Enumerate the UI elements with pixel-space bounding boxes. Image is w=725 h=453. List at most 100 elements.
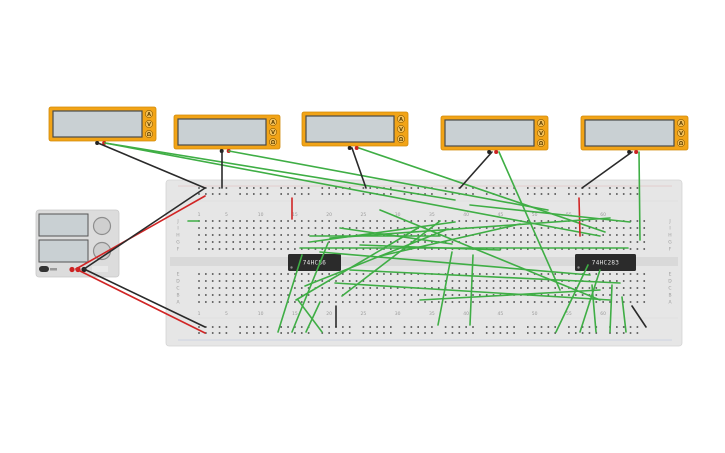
wire-green[interactable] bbox=[469, 254, 474, 326]
multimeter-screen bbox=[305, 115, 395, 143]
psu-switch-label bbox=[50, 268, 57, 271]
wire-green[interactable] bbox=[228, 150, 549, 211]
wire-green[interactable] bbox=[379, 223, 521, 257]
wire-green[interactable] bbox=[469, 204, 631, 223]
multimeter-mode-label: V bbox=[679, 131, 683, 137]
multimeter[interactable]: AVΩ bbox=[301, 111, 409, 150]
wires[interactable] bbox=[75, 142, 647, 334]
column-number-top: 20 bbox=[326, 212, 332, 218]
breadboard-holes[interactable] bbox=[198, 187, 646, 334]
psu-terminal-positive[interactable] bbox=[69, 266, 75, 273]
multimeter-mode-button[interactable] bbox=[269, 128, 277, 136]
row-letter: F bbox=[669, 247, 672, 253]
wire-green[interactable] bbox=[334, 282, 611, 301]
wire-green[interactable] bbox=[295, 227, 419, 301]
wire-green[interactable] bbox=[498, 151, 561, 291]
multimeter[interactable]: AVΩ bbox=[173, 114, 281, 153]
wire-green[interactable] bbox=[104, 142, 456, 201]
breadboard-labels: 1155101015152020252530303535404045455050… bbox=[176, 212, 672, 317]
wire-green[interactable] bbox=[304, 228, 449, 287]
multimeter-mode-button[interactable] bbox=[397, 115, 405, 123]
multimeter-probe-com[interactable] bbox=[95, 141, 100, 145]
chip-label: 74HC86 bbox=[303, 260, 327, 267]
multimeter-mode-label: Ω bbox=[679, 141, 684, 147]
wire-green[interactable] bbox=[579, 269, 601, 333]
row-letter: B bbox=[668, 293, 671, 299]
multimeter-mode-label: Ω bbox=[147, 132, 152, 138]
multimeter-mode-button[interactable] bbox=[537, 119, 545, 127]
row-letter: E bbox=[177, 272, 180, 278]
wire-black[interactable] bbox=[631, 305, 647, 328]
wire-black[interactable] bbox=[351, 147, 367, 189]
multimeters[interactable]: AVΩ AVΩ AVΩ AVΩ AVΩ bbox=[48, 106, 689, 154]
wire-green[interactable] bbox=[591, 284, 597, 333]
wire-black[interactable] bbox=[97, 142, 206, 189]
column-number-bottom: 40 bbox=[463, 311, 469, 317]
multimeter-mode-button[interactable] bbox=[269, 118, 277, 126]
wire-green[interactable] bbox=[309, 221, 456, 243]
wire-black[interactable] bbox=[581, 151, 633, 189]
wire-green[interactable] bbox=[305, 301, 321, 333]
multimeter-probe-pos[interactable] bbox=[494, 150, 499, 154]
column-number-bottom: 30 bbox=[395, 311, 401, 317]
wire-red[interactable] bbox=[75, 195, 206, 270]
wire-green[interactable] bbox=[358, 147, 606, 233]
wire-green[interactable] bbox=[319, 251, 591, 276]
multimeter[interactable]: AVΩ bbox=[440, 115, 549, 154]
row-letter: H bbox=[668, 233, 671, 239]
multimeter-probe-pos[interactable] bbox=[634, 150, 639, 154]
multimeter-mode-button[interactable] bbox=[145, 110, 153, 118]
row-letter: J bbox=[176, 219, 178, 225]
wire-black[interactable] bbox=[83, 187, 206, 270]
wire-black[interactable] bbox=[459, 151, 493, 189]
column-number-bottom: 60 bbox=[600, 311, 606, 317]
pin1-marker bbox=[290, 266, 293, 269]
multimeter-mode-button[interactable] bbox=[397, 135, 405, 143]
multimeter-mode-button[interactable] bbox=[269, 138, 277, 146]
wire-green[interactable] bbox=[297, 299, 323, 333]
psu-voltage-knob[interactable] bbox=[92, 216, 112, 236]
wire-green[interactable] bbox=[341, 220, 441, 297]
wire-green[interactable] bbox=[638, 151, 641, 241]
wire-green[interactable] bbox=[349, 269, 621, 284]
wire-green[interactable] bbox=[609, 284, 613, 333]
wire-green[interactable] bbox=[437, 251, 453, 326]
multimeter-probe-pos[interactable] bbox=[102, 141, 107, 145]
wire-green[interactable] bbox=[419, 289, 601, 301]
multimeter-probe-com[interactable] bbox=[347, 146, 352, 150]
multimeter-mode-button[interactable] bbox=[677, 119, 685, 127]
wire-green[interactable] bbox=[104, 142, 601, 237]
power-supply[interactable] bbox=[35, 209, 120, 278]
row-letter: B bbox=[176, 293, 179, 299]
multimeter-mode-button[interactable] bbox=[677, 139, 685, 147]
column-number-top: 45 bbox=[498, 212, 504, 218]
row-letter: C bbox=[176, 286, 179, 292]
wire-green[interactable] bbox=[379, 209, 601, 301]
multimeter[interactable]: AVΩ bbox=[580, 115, 689, 154]
wire-green[interactable] bbox=[277, 254, 303, 333]
wire-red[interactable] bbox=[75, 268, 206, 334]
psu-power-switch[interactable] bbox=[39, 266, 49, 272]
multimeter[interactable]: AVΩ bbox=[48, 106, 157, 145]
multimeter-mode-button[interactable] bbox=[397, 125, 405, 133]
column-number-top: 40 bbox=[463, 212, 469, 218]
column-number-bottom: 5 bbox=[225, 311, 228, 317]
wire-green[interactable] bbox=[621, 296, 627, 333]
row-letter: G bbox=[668, 240, 672, 246]
multimeter-mode-button[interactable] bbox=[537, 139, 545, 147]
row-letter: D bbox=[176, 279, 180, 285]
wire-green[interactable] bbox=[329, 217, 611, 239]
multimeter-mode-button[interactable] bbox=[677, 129, 685, 137]
multimeter-mode-button[interactable] bbox=[145, 130, 153, 138]
chip-74hc86[interactable]: 74HC86 bbox=[288, 254, 341, 271]
wire-green[interactable] bbox=[291, 242, 329, 333]
multimeter-mode-label: V bbox=[539, 131, 543, 137]
chip-74hc283[interactable]: 74HC283 bbox=[575, 254, 636, 271]
multimeter-mode-button[interactable] bbox=[145, 120, 153, 128]
multimeter-mode-button[interactable] bbox=[537, 129, 545, 137]
wire-black[interactable] bbox=[83, 268, 206, 328]
multimeter-probe-pos[interactable] bbox=[354, 146, 359, 150]
wire-green[interactable] bbox=[555, 264, 589, 333]
